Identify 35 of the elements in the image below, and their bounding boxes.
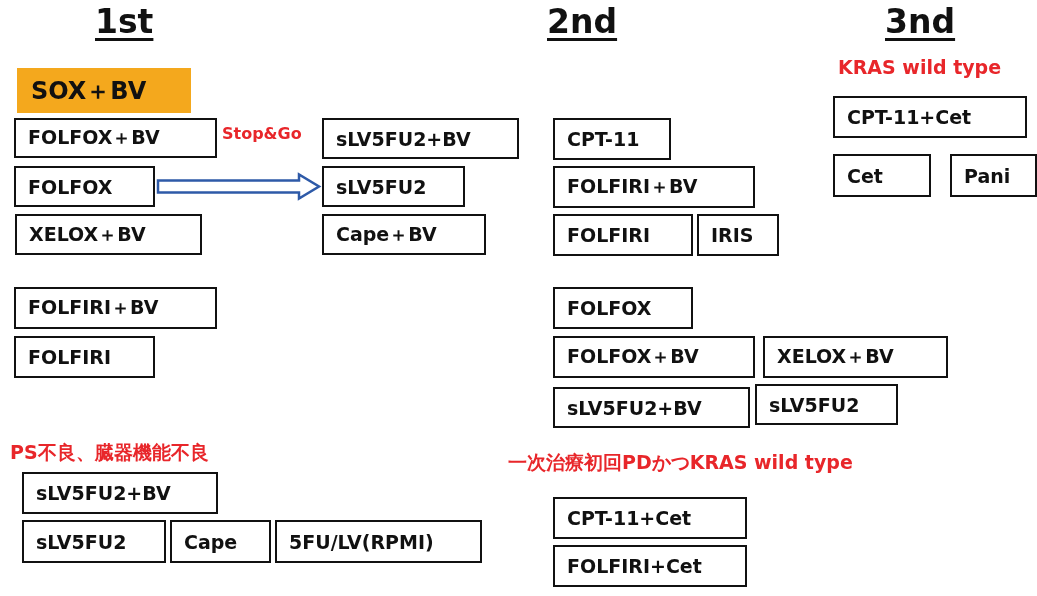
- regimen-box: XELOX＋BV: [15, 214, 202, 255]
- regimen-box: CPT-11: [553, 118, 671, 160]
- regimen-box: IRIS: [697, 214, 779, 256]
- column-heading: 2nd: [547, 2, 618, 41]
- regimen-box: Cape＋BV: [322, 214, 486, 255]
- regimen-box: CPT-11+Cet: [553, 497, 747, 539]
- column-heading: 3nd: [885, 2, 956, 41]
- regimen-box: sLV5FU2+BV: [553, 387, 750, 428]
- regimen-box: FOLFIRI+Cet: [553, 545, 747, 587]
- regimen-box: Pani: [950, 154, 1037, 197]
- regimen-box: XELOX＋BV: [763, 336, 948, 378]
- regimen-box: CPT-11+Cet: [833, 96, 1027, 138]
- condition-note: 一次治療初回PDかつKRAS wild type: [508, 450, 853, 475]
- regimen-box: Cet: [833, 154, 931, 197]
- regimen-box: FOLFOX＋BV: [14, 118, 217, 158]
- regimen-box: FOLFOX: [553, 287, 693, 329]
- regimen-box: sLV5FU2: [322, 166, 465, 207]
- highlighted-regimen-box: SOX＋BV: [17, 68, 191, 113]
- regimen-box: FOLFOX＋BV: [553, 336, 755, 378]
- regimen-box: sLV5FU2+BV: [22, 472, 218, 514]
- edge-label: Stop&Go: [222, 124, 302, 143]
- column-heading: 1st: [95, 2, 154, 41]
- regimen-box: 5FU/LV(RPMI): [275, 520, 482, 563]
- regimen-box: FOLFIRI: [14, 336, 155, 378]
- regimen-box: FOLFIRI＋BV: [14, 287, 217, 329]
- condition-note: KRAS wild type: [838, 56, 1002, 78]
- regimen-box: FOLFIRI＋BV: [553, 166, 755, 208]
- regimen-box: Cape: [170, 520, 271, 563]
- condition-note: PS不良、臓器機能不良: [10, 440, 209, 465]
- arrow: [156, 172, 322, 201]
- regimen-box: sLV5FU2: [755, 384, 898, 425]
- regimen-box: FOLFIRI: [553, 214, 693, 256]
- regimen-box: FOLFOX: [14, 166, 155, 207]
- regimen-box: sLV5FU2: [22, 520, 166, 563]
- regimen-box: sLV5FU2+BV: [322, 118, 519, 159]
